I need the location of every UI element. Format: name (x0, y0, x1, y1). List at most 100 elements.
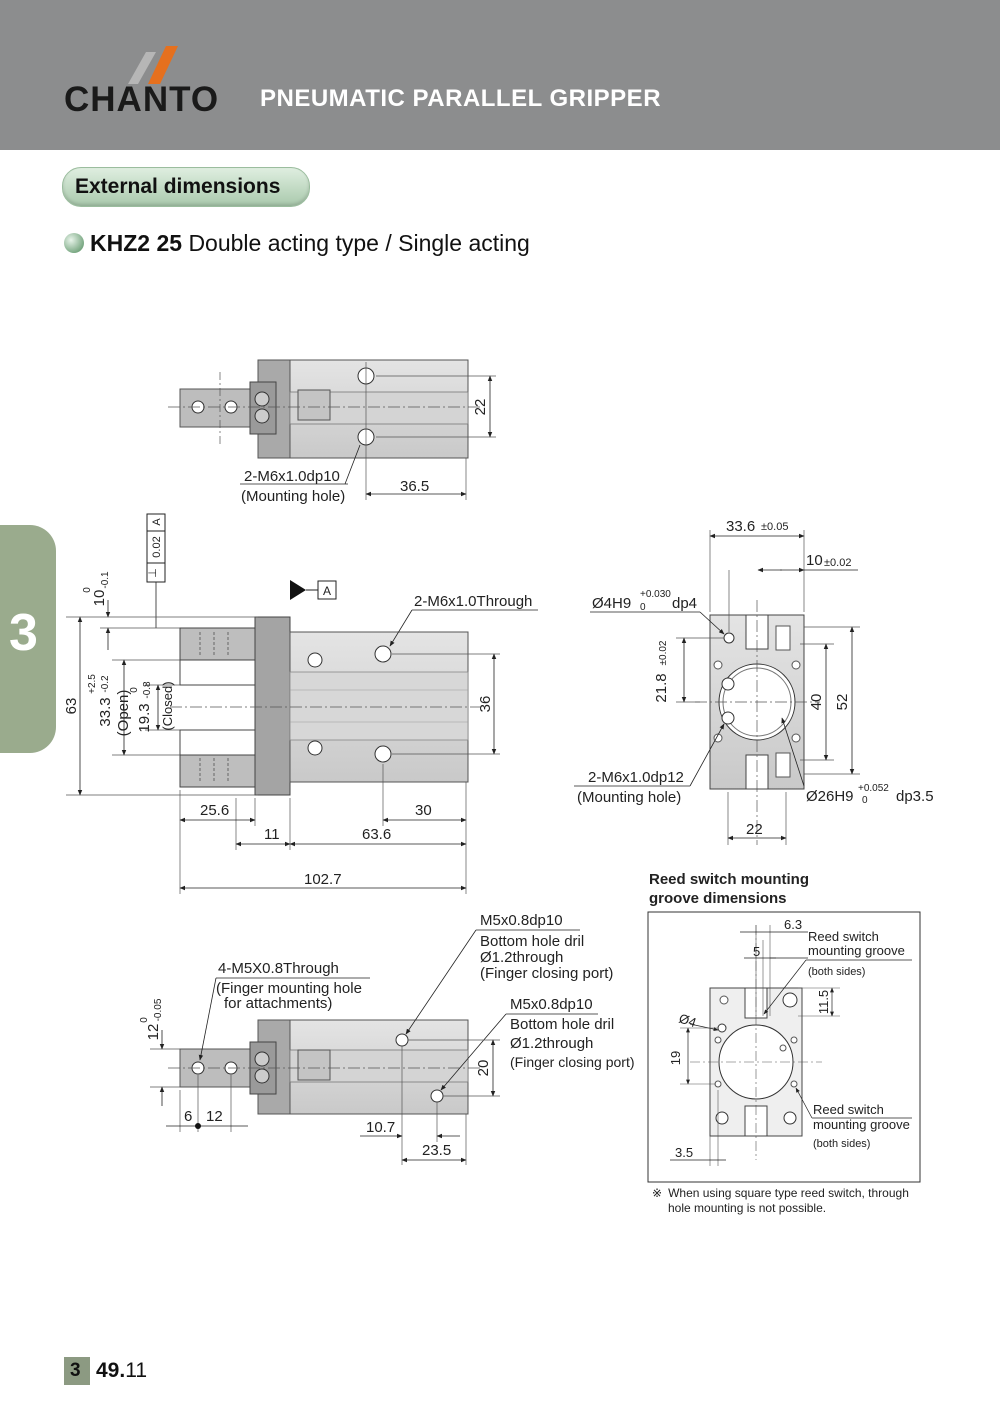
bottom-port1-line2: Bottom hole dril (480, 933, 584, 950)
brand-name: CHANTO (64, 80, 220, 119)
end-pin-depth: dp4 (672, 595, 697, 612)
end-view: 33.6 ±0.05 10 ±0.02 Ø4H9 +0.030 0 dp4 21… (574, 518, 934, 845)
note-text-1: When using square type reed switch, thro… (668, 1186, 909, 1200)
reed-switch-detail: Reed switch mounting groove dimensions 6… (647, 871, 921, 1183)
tolerance-value: 0.02 (151, 536, 163, 557)
front-dim-11: 11 (264, 826, 280, 843)
footnote: ※ When using square type reed switch, thr… (652, 1186, 942, 1216)
model-heading: KHZ2 25 Double acting type / Single acti… (64, 230, 530, 257)
front-dim-25-6: 25.6 (200, 802, 229, 819)
end-hole-label: 2-M6x1.0dp12 (588, 769, 684, 786)
footer-chapter-box: 3 (64, 1357, 90, 1385)
tolerance-symbol: ⊥ (147, 568, 159, 578)
page-title: PNEUMATIC PARALLEL GRIPPER (260, 85, 662, 112)
front-dim-33: 33.3 (97, 697, 114, 726)
top-dim-width: 36.5 (400, 478, 429, 495)
reed-both-sides: (both sides) (808, 966, 865, 978)
end-dim-52: 52 (834, 694, 851, 711)
bottom-finger-label: 4-M5X0.8Through (218, 960, 339, 977)
header-band: CHANTO PNEUMATIC PARALLEL GRIPPER (0, 0, 1000, 150)
top-hole-note: (Mounting hole) (241, 488, 345, 505)
bottom-dim-12: 12 (145, 1024, 162, 1041)
end-hole-note: (Mounting hole) (577, 789, 681, 806)
bottom-finger-note-1: (Finger mounting hole (216, 980, 362, 997)
front-dim-63-6: 63.6 (362, 826, 391, 843)
front-closed-label: (Closed) (160, 681, 175, 730)
section-heading: External dimensions (62, 167, 310, 207)
end-dim-33-6: 33.6 (726, 518, 755, 535)
end-pin-tol-lo: 0 (640, 602, 646, 613)
bottom-dim-20: 20 (475, 1060, 492, 1077)
reed-dim-11-5: 11.5 (816, 990, 831, 1014)
front-view: A ⊥ 0.02 A 63 10 0 -0.1 33.3 +2.5 -0.2 (… (63, 513, 538, 894)
front-dim-30: 30 (415, 802, 432, 819)
end-dim-10: 10 (806, 552, 823, 569)
front-dim-10-tol-up: 0 (82, 587, 93, 593)
bottom-dim-10-7: 10.7 (366, 1119, 395, 1136)
front-dim-19-tol-lo: -0.8 (142, 681, 153, 699)
datum-a: A (323, 584, 331, 598)
end-dim-10-tol: ±0.02 (824, 557, 851, 569)
chapter-tab-number: 3 (9, 604, 38, 662)
end-pin-label: Ø4H9 (592, 595, 631, 612)
reed-dim-19: 19 (668, 1051, 683, 1065)
end-bore-tol-up: +0.052 (858, 783, 889, 794)
reed-groove-2: mounting groove (808, 943, 905, 958)
end-dim-22: 22 (746, 821, 763, 838)
reed-groove-1: Reed switch (808, 929, 879, 944)
note-text-2: hole mounting is not possible. (668, 1201, 827, 1215)
front-dim-102-7: 102.7 (304, 871, 342, 888)
end-dim-40: 40 (808, 694, 825, 711)
reed-dim-phi4: Ø4 (677, 1011, 698, 1031)
model-description: Double acting type / Single acting (188, 230, 530, 256)
top-view: 22 36.5 2-M6x1.0dp10 (Mounting hole) (168, 359, 496, 505)
section-heading-label: External dimensions (75, 175, 281, 198)
tolerance-datum: A (151, 518, 163, 526)
reed-dim-5: 5 (753, 944, 760, 959)
bullet-icon (64, 233, 84, 253)
reed-dim-3-5: 3.5 (675, 1145, 693, 1160)
reed-title-1: Reed switch mounting (649, 871, 809, 888)
note-mark: ※ (652, 1186, 663, 1200)
model-code: KHZ2 25 (90, 230, 183, 256)
footer-chapter: 3 (70, 1360, 81, 1381)
reed-groove-b2: mounting groove (813, 1117, 910, 1132)
bottom-view: 4-M5X0.8Through (Finger mounting hole fo… (139, 912, 635, 1165)
bottom-dim-12-tol-up: 0 (139, 1017, 150, 1023)
front-open-label: (Open) (115, 690, 132, 737)
end-dim-21-8: 21.8 (653, 673, 670, 702)
bottom-dim-23-5: 23.5 (422, 1142, 451, 1159)
bottom-port2-label: M5x0.8dp10 (510, 996, 593, 1013)
front-dim-33-tol-lo: -0.2 (100, 675, 111, 693)
reed-both-sides-b: (both sides) (813, 1138, 870, 1150)
brand-logo-icon (128, 46, 178, 84)
bottom-dim-12-tol-lo: -0.05 (153, 998, 164, 1021)
end-dim-21-8-tol: ±0.02 (658, 640, 669, 665)
bottom-port1-line4: (Finger closing port) (480, 965, 613, 982)
end-bore-tol-lo: 0 (862, 795, 868, 806)
reed-dim-6-3: 6.3 (784, 917, 802, 932)
bottom-port1-line3: Ø1.2through (480, 949, 563, 966)
end-dim-33-6-tol: ±0.05 (761, 521, 788, 533)
bottom-port2-line4: (Finger closing port) (510, 1054, 635, 1070)
front-dim-10: 10 (91, 590, 108, 607)
front-through-label: 2-M6x1.0Through (414, 593, 532, 610)
chapter-tab: 3 (0, 525, 56, 753)
page-number-major: 49. (96, 1359, 126, 1382)
bottom-dim-12b: 12 (206, 1108, 223, 1125)
front-dim-63: 63 (63, 698, 80, 715)
reed-groove-b1: Reed switch (813, 1102, 884, 1117)
bottom-finger-note-2: for attachments) (224, 995, 332, 1012)
front-dim-19-tol-up: 0 (129, 687, 140, 693)
top-hole-label: 2-M6x1.0dp10 (244, 468, 340, 485)
front-dim-33-tol-up: +2.5 (87, 674, 98, 694)
reed-title-2: groove dimensions (649, 890, 787, 907)
end-bore-depth: dp3.5 (896, 788, 934, 805)
end-pin-tol-up: +0.030 (640, 589, 671, 600)
page-number: 49.11 (96, 1359, 147, 1383)
bottom-dim-6: 6 (184, 1108, 192, 1125)
front-dim-36: 36 (477, 696, 494, 713)
bottom-port2-line3: Ø1.2through (510, 1035, 593, 1052)
front-dim-10-tol-lo: -0.1 (100, 571, 111, 589)
